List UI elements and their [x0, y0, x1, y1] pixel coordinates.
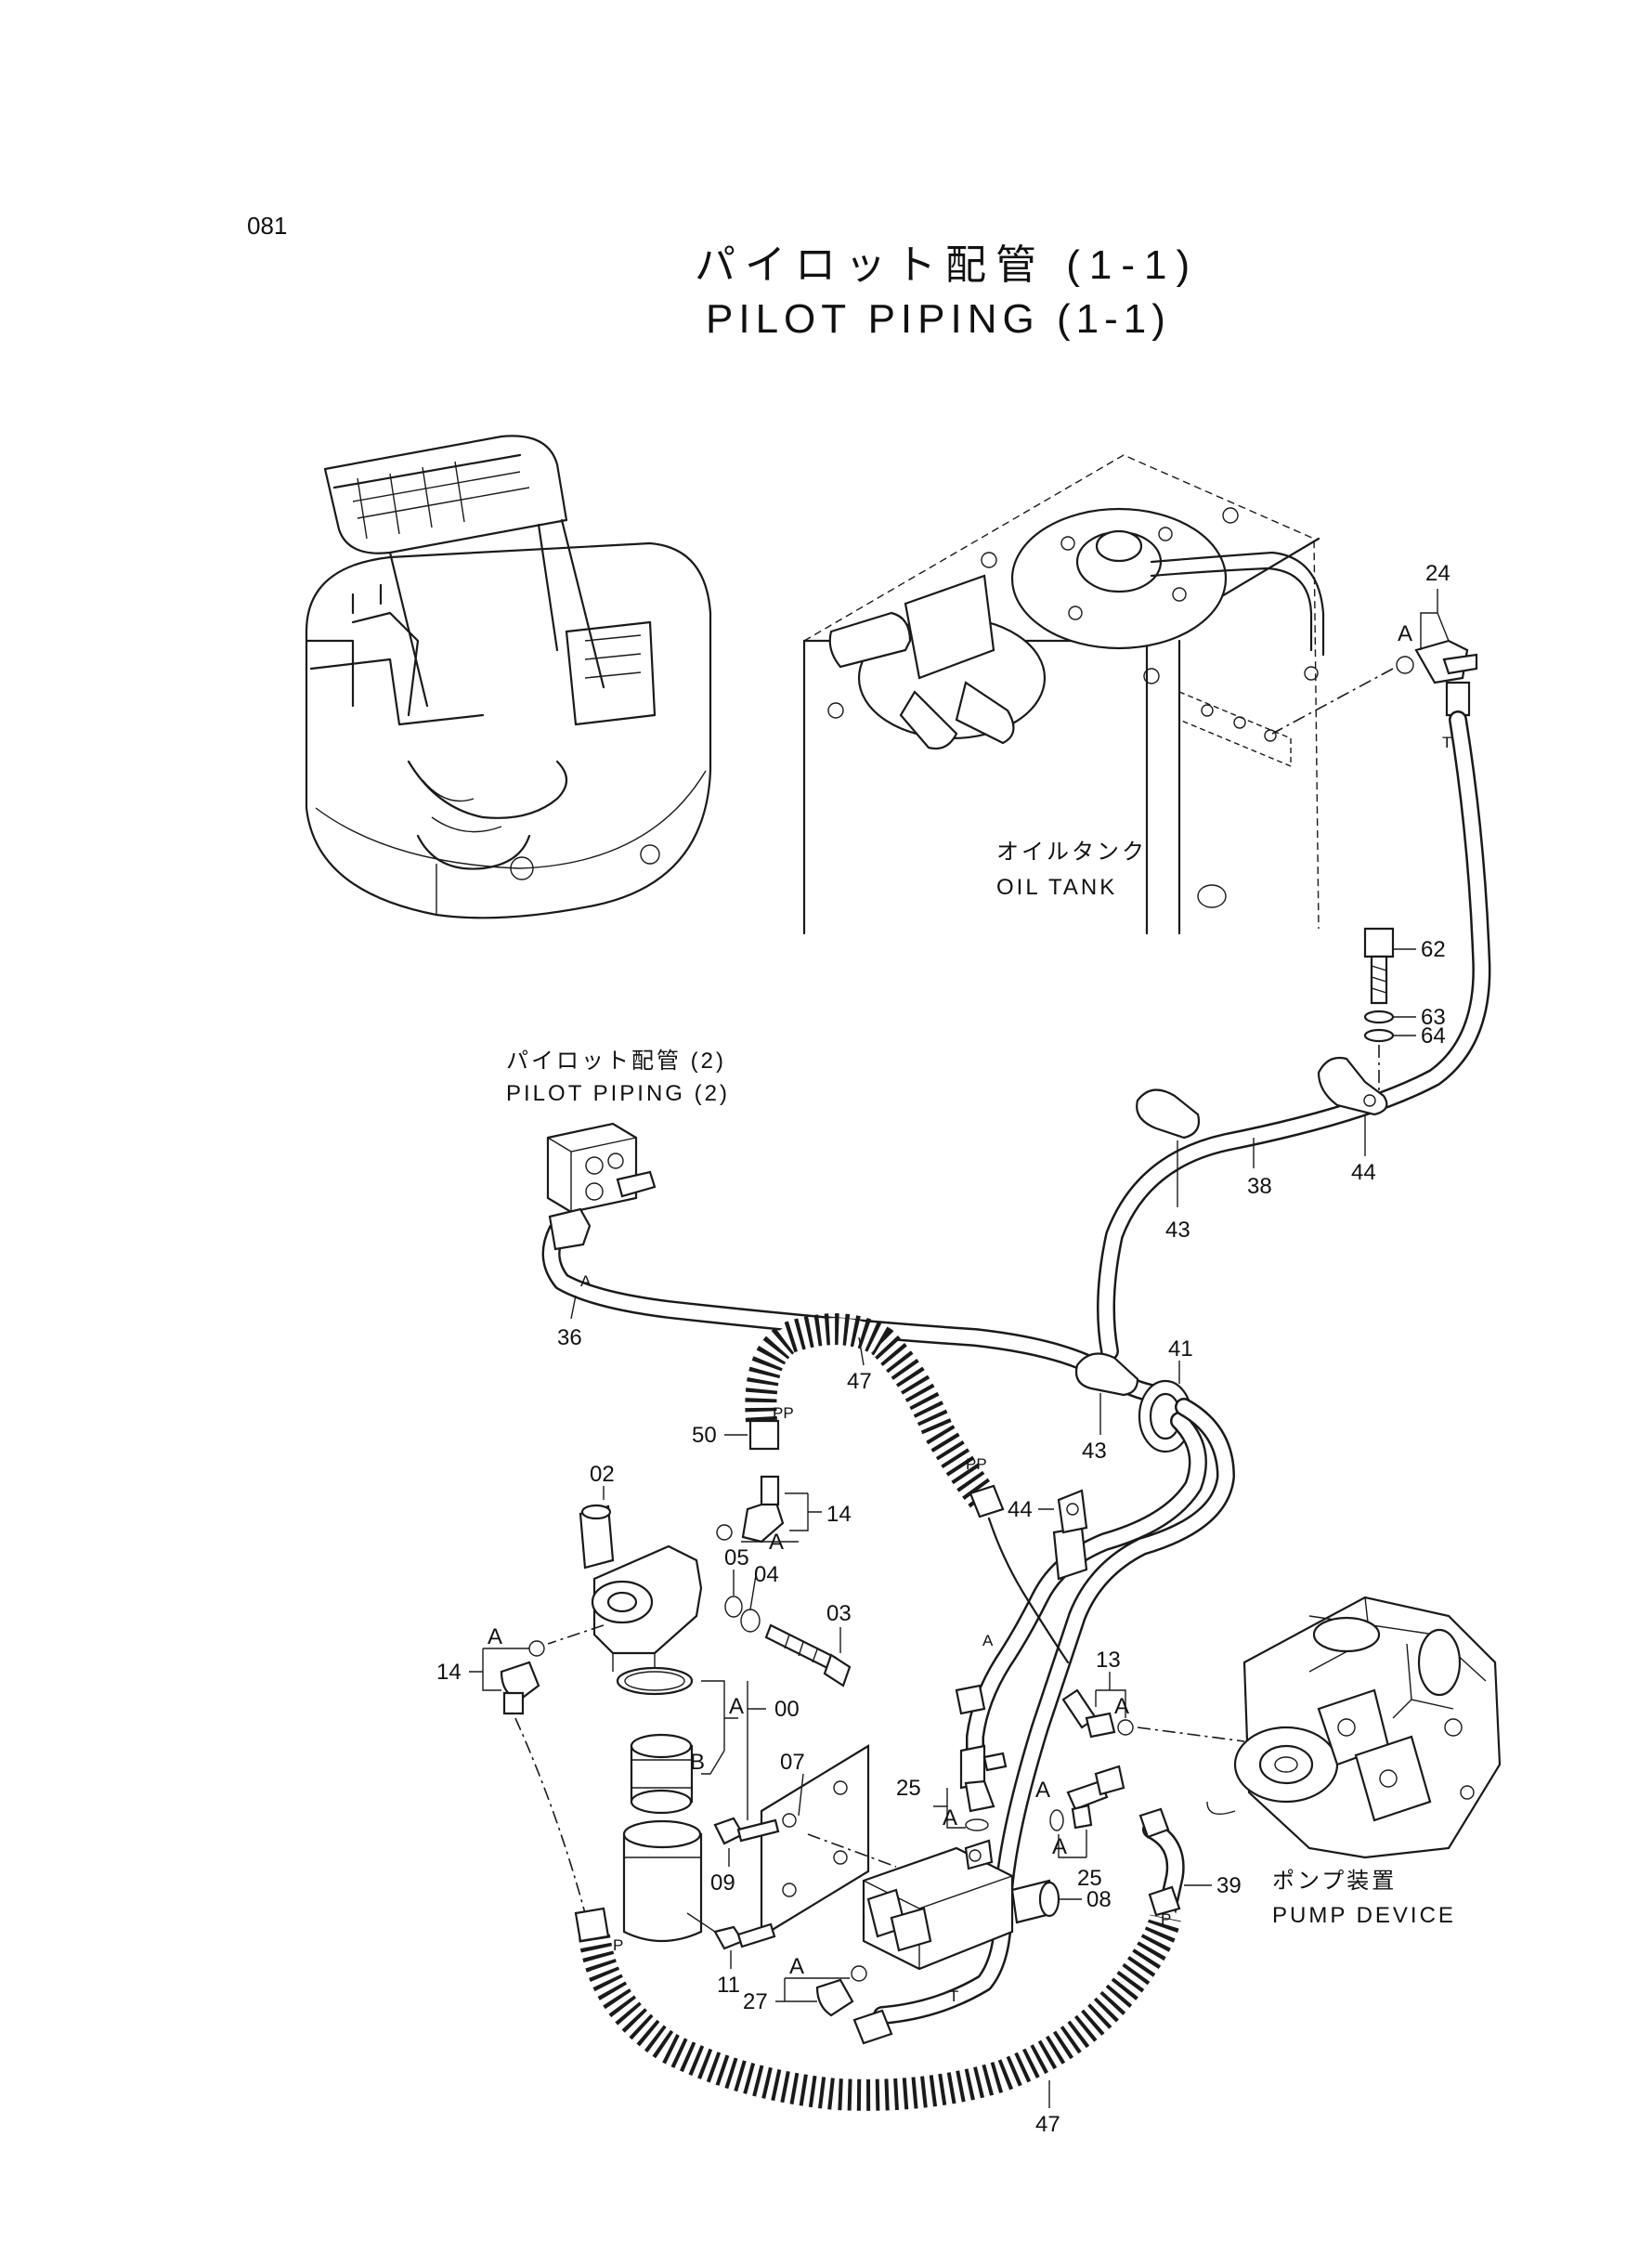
- title-english: PILOT PIPING (1-1): [706, 296, 1171, 342]
- callout-02: 02: [590, 1462, 615, 1487]
- bracket-letter-a3: A: [729, 1694, 744, 1719]
- hose-mark-a1: A: [580, 1272, 592, 1290]
- bolt-09: 09: [710, 1817, 780, 1896]
- callout-14-upper: 14: [826, 1502, 852, 1527]
- fitting-a-mid: [955, 1684, 986, 1715]
- callout-44-lower: 44: [1008, 1497, 1033, 1522]
- clamp-44-upper: 44 38: [1247, 1056, 1388, 1199]
- callout-62: 62: [1421, 937, 1446, 962]
- callout-08: 08: [1086, 1887, 1112, 1912]
- hose-mark-t1: T: [1442, 734, 1451, 751]
- fitting-25-lower: A 25: [1049, 1765, 1125, 1891]
- callout-00: 00: [774, 1697, 800, 1722]
- callout-24: 24: [1425, 561, 1450, 586]
- callout-09: 09: [710, 1870, 735, 1896]
- callout-47-lower: 47: [1035, 2112, 1060, 2137]
- pilot-filter-assembly: 02 A B 00 05 04 03: [547, 1462, 852, 1943]
- fitting-p-left: [574, 1907, 610, 1943]
- bracket-letter-a6: A: [1052, 1834, 1067, 1859]
- solenoid-valve-08: 08: [862, 1839, 1112, 1971]
- pilot-piping-2-block: パイロット配管 (2) PILOT PIPING (2): [506, 1049, 730, 1214]
- pilot-piping-2-label-en: PILOT PIPING (2): [506, 1081, 730, 1106]
- callout-14-left: 14: [436, 1660, 462, 1685]
- bracket-letter-a5: A: [943, 1805, 957, 1831]
- callout-41: 41: [1168, 1336, 1193, 1362]
- oil-tank-label-en: OIL TANK: [996, 875, 1117, 900]
- bracket-letter-b1: B: [690, 1750, 705, 1775]
- hose-mark-t2: T: [949, 1987, 958, 2005]
- pilot-line-continuation: [987, 1517, 1070, 1664]
- hose-36-fitting: [548, 1207, 592, 1251]
- oil-tank-label-jp: オイルタンク: [996, 840, 1147, 865]
- elbow-14-left: A 14: [436, 1624, 591, 1933]
- callout-25-lower: 25: [1077, 1866, 1102, 1891]
- bracket-letter-a1: A: [1398, 621, 1412, 646]
- elbow-14-upper: 14 A: [716, 1475, 852, 1555]
- callout-44-upper: 44: [1351, 1160, 1376, 1185]
- bolt-washer-stack: 62 63 64: [1363, 927, 1446, 1091]
- callout-43-upper: 43: [1165, 1218, 1190, 1243]
- pilot-piping-2-label-jp: パイロット配管 (2): [506, 1049, 726, 1074]
- callout-43-lower: 43: [1082, 1439, 1107, 1464]
- callout-13: 13: [1096, 1648, 1121, 1673]
- callout-25-upper: 25: [896, 1776, 921, 1801]
- title-japanese: パイロット配管 (1-1): [695, 242, 1199, 288]
- fitting-25-upper: A 25: [896, 1744, 1008, 1831]
- hose-mark-p1: P: [613, 1936, 623, 1954]
- tank-return-elbow: 24 A: [1271, 561, 1478, 735]
- spiral-hose-47-upper: [745, 1313, 997, 1510]
- callout-39: 39: [1216, 1873, 1242, 1898]
- callout-05: 05: [724, 1545, 749, 1570]
- fitting-39: [1138, 1807, 1170, 1839]
- cab-overview-drawing: [305, 435, 712, 919]
- callout-11: 11: [717, 1973, 740, 1998]
- bracket-letter-a7: A: [789, 1954, 804, 1979]
- fitting-t-bottom: [852, 2009, 893, 2045]
- oil-tank-drawing: オイルタンク OIL TANK: [802, 454, 1325, 935]
- spiral-hose-47-lower: [579, 1913, 1181, 2111]
- callout-03: 03: [826, 1601, 852, 1626]
- fitting-13: A 13: [1061, 1648, 1245, 1742]
- callout-38: 38: [1247, 1174, 1272, 1199]
- bracket-letter-a9: A: [1035, 1778, 1050, 1803]
- pump-device-label-en: PUMP DEVICE: [1272, 1903, 1456, 1928]
- pump-device-drawing: ポンプ装置 PUMP DEVICE: [1206, 1596, 1502, 1928]
- mounting-plate-07: 07: [760, 1744, 897, 1938]
- sheet-number: 081: [247, 212, 287, 240]
- callout-27: 27: [743, 1989, 768, 2014]
- callout-36: 36: [557, 1325, 582, 1350]
- callout-64: 64: [1421, 1023, 1446, 1049]
- clamp-43-lower: 43: [1074, 1352, 1139, 1464]
- bolt-11: 11: [686, 1912, 776, 1998]
- hose-mark-pp2: PP: [966, 1455, 987, 1473]
- hose-mark-p2: P: [1161, 1910, 1171, 1928]
- callout-50: 50: [692, 1423, 717, 1448]
- clamp-44-lower: 44: [1008, 1489, 1088, 1581]
- callout-04: 04: [754, 1562, 779, 1587]
- callout-63: 63: [1421, 1005, 1446, 1030]
- callout-47-upper: 47: [847, 1369, 872, 1394]
- callout-07: 07: [780, 1750, 805, 1775]
- pump-device-label-jp: ポンプ装置: [1272, 1869, 1397, 1894]
- clamp-43-upper: 43: [1136, 1088, 1201, 1243]
- hose-mark-a2: A: [982, 1632, 994, 1649]
- hose-mark-pp1: PP: [773, 1404, 794, 1422]
- fitting-p-right: [1148, 1885, 1181, 1917]
- bracket-letter-a8: A: [1114, 1694, 1129, 1719]
- elbow-27: A 27: [743, 1954, 867, 2017]
- hose-lower-right-fill: [875, 1400, 1233, 2023]
- fitting-50: [748, 1419, 780, 1451]
- fitting-pp-lower: [969, 1484, 1005, 1518]
- bracket-letter-a4: A: [488, 1624, 502, 1649]
